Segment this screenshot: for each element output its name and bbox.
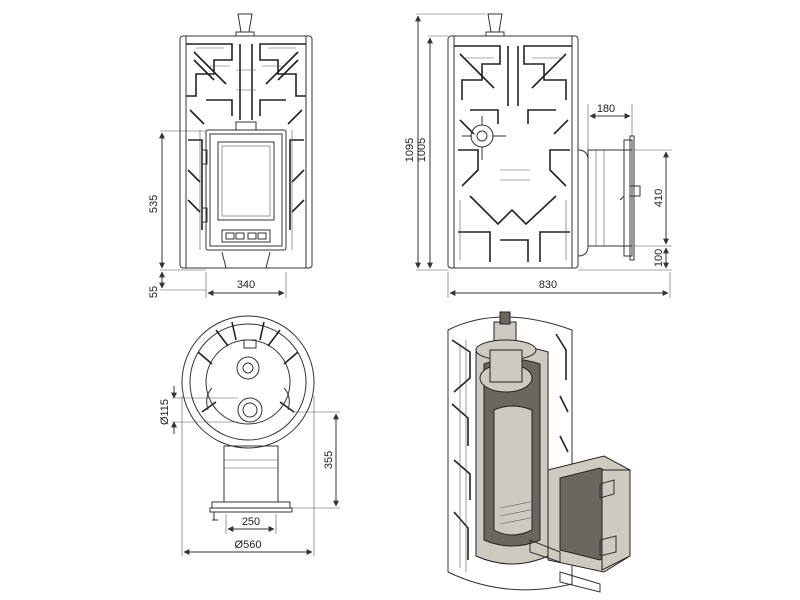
dim-top-diameter: Ø560: [235, 539, 262, 551]
dim-front-height: 535: [148, 195, 160, 213]
dim-side-total-height: 1095: [404, 138, 416, 162]
dim-side-tunnel-height: 410: [653, 189, 665, 207]
dim-side-tunnel-bottom: 100: [653, 249, 665, 267]
stove-cutaway-icon: [447, 311, 631, 593]
dim-front-width: 340: [237, 279, 255, 291]
dim-side-tunnel-offset: 180: [597, 103, 615, 115]
dim-top-tunnel-width: 250: [242, 516, 260, 528]
stove-front-view-icon: [159, 13, 313, 298]
dim-top-tunnel-length: 355: [323, 451, 335, 469]
stove-side-view-icon: [415, 13, 672, 298]
dim-side-depth: 830: [539, 279, 557, 291]
stove-top-view-icon: [171, 315, 340, 556]
dim-front-leg: 55: [148, 286, 160, 298]
dim-side-body-height: 1005: [416, 138, 428, 162]
dim-top-flue-diameter: Ø115: [159, 399, 171, 425]
